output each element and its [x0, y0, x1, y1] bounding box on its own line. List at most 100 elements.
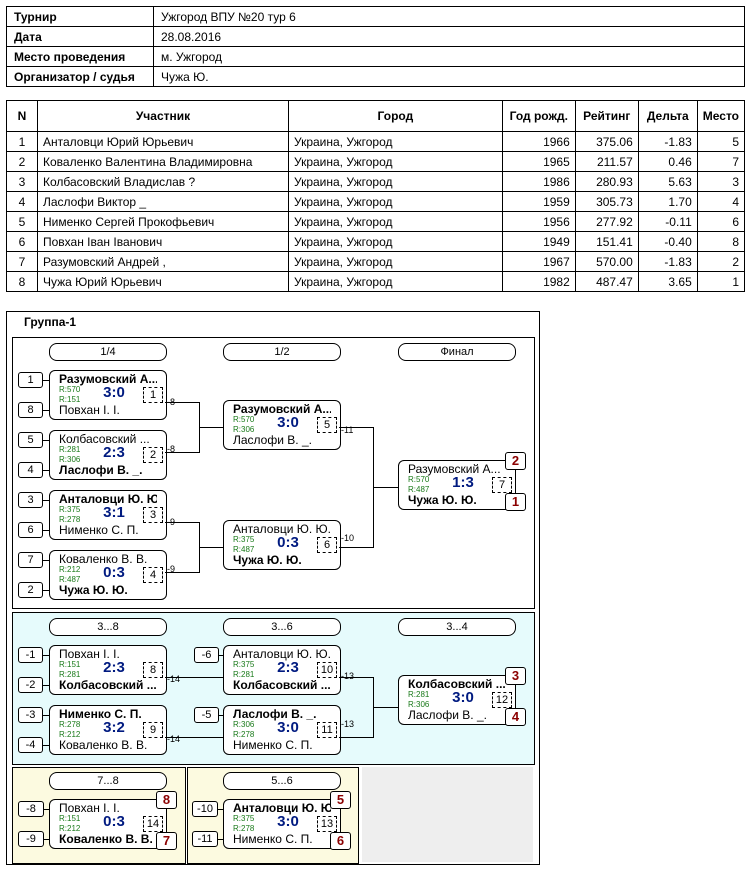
bracket-connector [219, 655, 223, 656]
bracket-connector [165, 402, 199, 403]
player2-name: Ласлофи В. _. [408, 709, 487, 722]
match-number: 6 [317, 537, 337, 553]
match-score: 0:3 [277, 534, 299, 551]
cell-participant: Колбасовский Владислав ? [37, 171, 289, 192]
bracket-connector [43, 655, 49, 656]
player2-name: Нименко С. П. [59, 524, 139, 537]
match-score: 3:2 [103, 719, 125, 736]
player1-name: Коваленко В. В. [59, 553, 148, 566]
col-header-n: N [6, 100, 38, 132]
info-key: Дата [6, 26, 154, 47]
bracket-connector [43, 530, 49, 531]
player1-rating: R:281 [59, 445, 81, 454]
bracket-connector [165, 522, 199, 523]
seed-box: -5 [194, 707, 219, 723]
player2-rating: R:278 [233, 824, 255, 833]
round-header-final: Финал [398, 343, 516, 361]
loser-destination-label: -9 [167, 517, 176, 527]
player1-rating: R:151 [59, 814, 81, 823]
player1-rating: R:306 [233, 720, 255, 729]
bracket-connector [165, 677, 199, 678]
bracket-connector [339, 677, 373, 678]
player2-name: Ласлофи В. _. [59, 464, 143, 477]
player2-rating: R:487 [408, 485, 430, 494]
table-header-row: N Участник Город Год рожд. Рейтинг Дельт… [6, 100, 746, 132]
bracket-connector [165, 452, 199, 453]
player1-rating: R:278 [59, 720, 81, 729]
match-number: 1 [143, 387, 163, 403]
cell-place: 5 [696, 131, 746, 152]
match-number: 10 [317, 662, 337, 678]
cell-participant: Повхан Іван Іванович [37, 231, 289, 252]
player2-rating: R:306 [408, 700, 430, 709]
player2-name: Колбасовский ... [233, 679, 331, 692]
cell-birth-year: 1959 [501, 191, 576, 212]
cell-rating: 280.93 [574, 171, 639, 192]
cell-n: 8 [6, 271, 38, 292]
player2-name: Повхан І. І. [59, 404, 120, 417]
cell-n: 5 [6, 211, 38, 232]
player1-name: Разумовский А... [59, 373, 157, 386]
cell-city: Украина, Ужгород [288, 271, 503, 292]
player1-name: Ласлофи В. _. [233, 708, 317, 721]
col-header-rating: Рейтинг [574, 100, 639, 132]
player2-name: Коваленко В. В. [59, 833, 153, 846]
seed-box: -4 [18, 737, 43, 753]
player1-rating: R:570 [59, 385, 81, 394]
bracket-connector [43, 715, 49, 716]
round-header-c38: 3...8 [49, 618, 167, 636]
player1-rating: R:375 [233, 660, 255, 669]
player1-name: Колбасовский ... [59, 433, 150, 446]
player1-rating: R:151 [59, 660, 81, 669]
player1-rating: R:375 [59, 505, 81, 514]
player2-name: Ласлофи В. _. [233, 434, 312, 447]
round-header-c56: 5...6 [223, 772, 341, 790]
place-badge: 1 [505, 493, 526, 511]
player2-name: Колбасовский ... [59, 679, 157, 692]
place-badge: 7 [156, 832, 177, 850]
match-score: 2:3 [103, 659, 125, 676]
cell-city: Украина, Ужгород [288, 191, 503, 212]
bracket-connector [199, 677, 223, 678]
cell-place: 3 [696, 171, 746, 192]
loser-destination-label: -13 [341, 719, 355, 729]
seed-box: -11 [192, 831, 218, 847]
round-header-r12: 1/2 [223, 343, 341, 361]
cell-rating: 151.41 [574, 231, 639, 252]
player1-name: Разумовский А... [408, 463, 501, 476]
bracket-connector [43, 745, 49, 746]
player1-name: Разумовский А... [233, 403, 331, 416]
bracket-connector [373, 707, 398, 708]
cell-rating: 570.00 [574, 251, 639, 272]
cell-birth-year: 1965 [501, 151, 576, 172]
player1-name: Нименко С. П. [59, 708, 142, 721]
round-header-r14: 1/4 [49, 343, 167, 361]
player2-rating: R:487 [233, 545, 255, 554]
cell-participant: Нименко Сергей Прокофьевич [37, 211, 289, 232]
cell-delta: 1.70 [637, 191, 698, 212]
player2-rating: R:281 [59, 670, 81, 679]
player1-rating: R:212 [59, 565, 81, 574]
bracket-connector [217, 809, 223, 810]
cell-place: 7 [696, 151, 746, 172]
player2-rating: R:487 [59, 575, 81, 584]
seed-box: 6 [18, 522, 43, 538]
